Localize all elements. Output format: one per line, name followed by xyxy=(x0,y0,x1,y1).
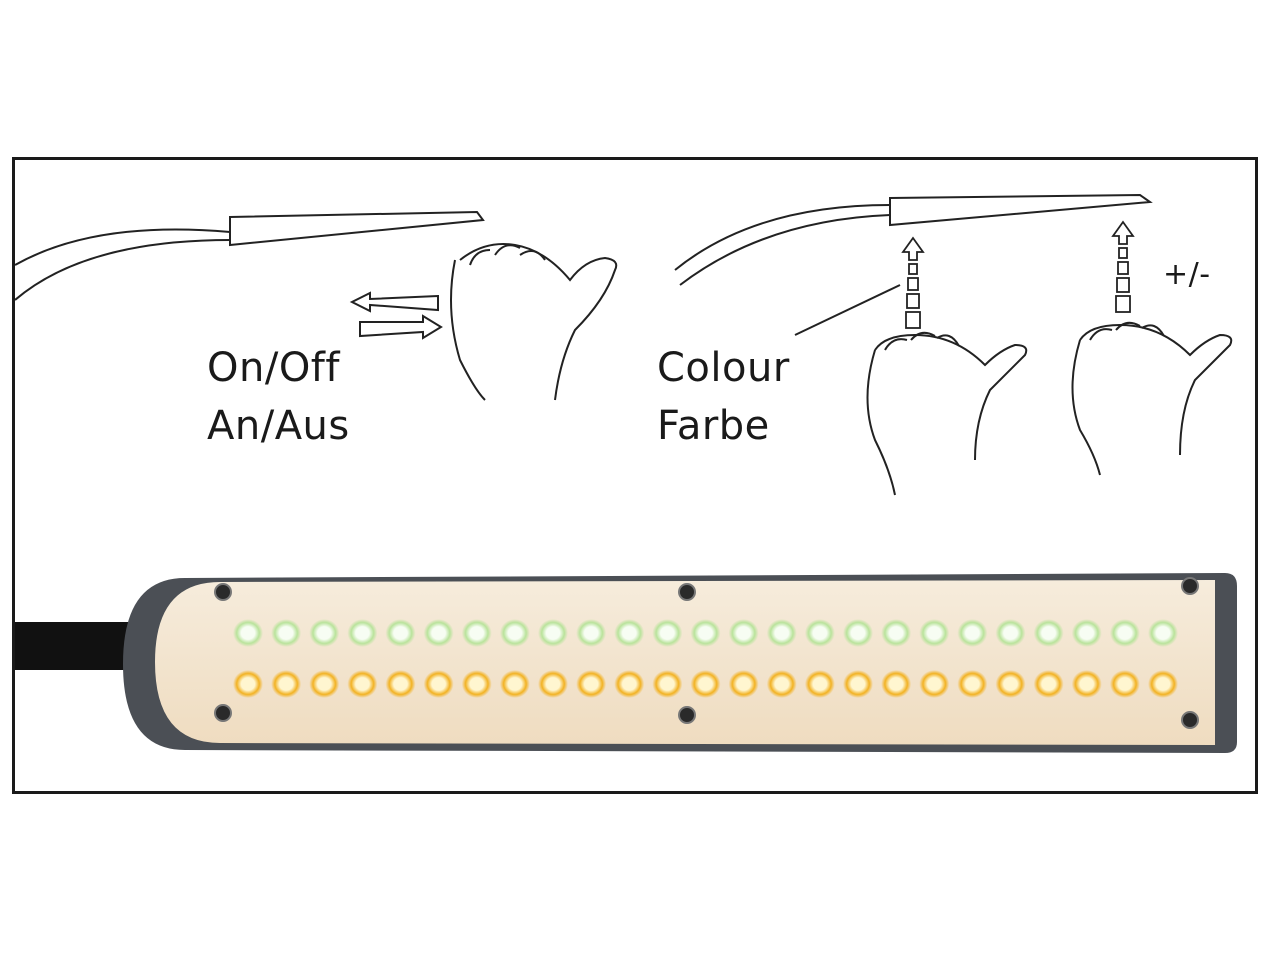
cool-led xyxy=(728,619,759,647)
cool-led xyxy=(652,619,683,647)
lamp-arm-illustration-1 xyxy=(15,210,485,301)
warm-led xyxy=(347,670,378,698)
hand-icon xyxy=(1071,321,1233,476)
power-label: On/Off xyxy=(207,345,340,391)
power-label-de: An/Aus xyxy=(207,403,350,449)
warm-led xyxy=(576,670,607,698)
screw-icon xyxy=(1181,711,1199,729)
cool-led xyxy=(1109,619,1140,647)
cool-led xyxy=(538,619,568,647)
cool-led xyxy=(576,619,607,647)
cool-led xyxy=(995,619,1026,647)
warm-led xyxy=(1148,670,1178,698)
screw-icon xyxy=(214,704,232,722)
brightness-label: +/- xyxy=(1163,257,1211,292)
warm-led xyxy=(652,670,683,698)
cool-led xyxy=(233,619,263,647)
cool-led xyxy=(461,619,492,647)
cool-led xyxy=(347,619,378,647)
warm-led xyxy=(309,670,340,698)
screw-icon xyxy=(678,706,696,724)
cool-led xyxy=(804,619,835,647)
warm-led xyxy=(804,670,835,698)
swipe-up-arrows-icon xyxy=(901,220,1135,329)
hand-icon xyxy=(450,243,618,401)
colour-label: Colour xyxy=(657,345,790,391)
warm-led xyxy=(233,670,263,698)
warm-led xyxy=(995,670,1026,698)
cool-led xyxy=(843,619,873,647)
warm-led xyxy=(499,670,530,698)
screws xyxy=(214,577,1199,729)
cool-led xyxy=(423,619,454,647)
warm-led xyxy=(957,670,988,698)
warm-led-row xyxy=(233,670,1178,698)
cool-led xyxy=(1148,619,1178,647)
diagram-frame: On/Off An/Aus Colour Farbe +/- xyxy=(12,157,1258,794)
warm-led xyxy=(843,670,873,698)
cool-led xyxy=(385,619,416,647)
warm-led xyxy=(1071,670,1102,698)
cool-led-row xyxy=(233,619,1178,647)
warm-led xyxy=(1033,670,1064,698)
cool-led xyxy=(309,619,340,647)
cool-led xyxy=(881,619,912,647)
led-lamp-head xyxy=(15,573,1237,753)
screw-icon xyxy=(678,583,696,601)
swipe-arrows-icon xyxy=(349,291,443,340)
warm-led xyxy=(728,670,759,698)
cool-led xyxy=(957,619,988,647)
led-panel xyxy=(155,580,1215,745)
warm-led xyxy=(538,670,568,698)
warm-led xyxy=(614,670,645,698)
cool-led xyxy=(614,619,645,647)
warm-led xyxy=(881,670,912,698)
lamp-arm-illustration-2 xyxy=(674,193,1153,336)
screw-icon xyxy=(214,583,232,601)
cool-led xyxy=(919,619,950,647)
hand-icon xyxy=(866,331,1028,496)
colour-label-de: Farbe xyxy=(657,403,770,449)
diagram-illustration xyxy=(15,193,1237,753)
cool-led xyxy=(271,619,302,647)
cool-led xyxy=(690,619,721,647)
warm-led xyxy=(919,670,950,698)
warm-led xyxy=(385,670,416,698)
warm-led xyxy=(271,670,302,698)
cool-led xyxy=(1033,619,1064,647)
cool-led xyxy=(766,619,797,647)
cool-led xyxy=(1071,619,1102,647)
warm-led xyxy=(690,670,721,698)
warm-led xyxy=(423,670,454,698)
warm-led xyxy=(1109,670,1140,698)
warm-led xyxy=(461,670,492,698)
screw-icon xyxy=(1181,577,1199,595)
warm-led xyxy=(766,670,797,698)
cool-led xyxy=(499,619,530,647)
